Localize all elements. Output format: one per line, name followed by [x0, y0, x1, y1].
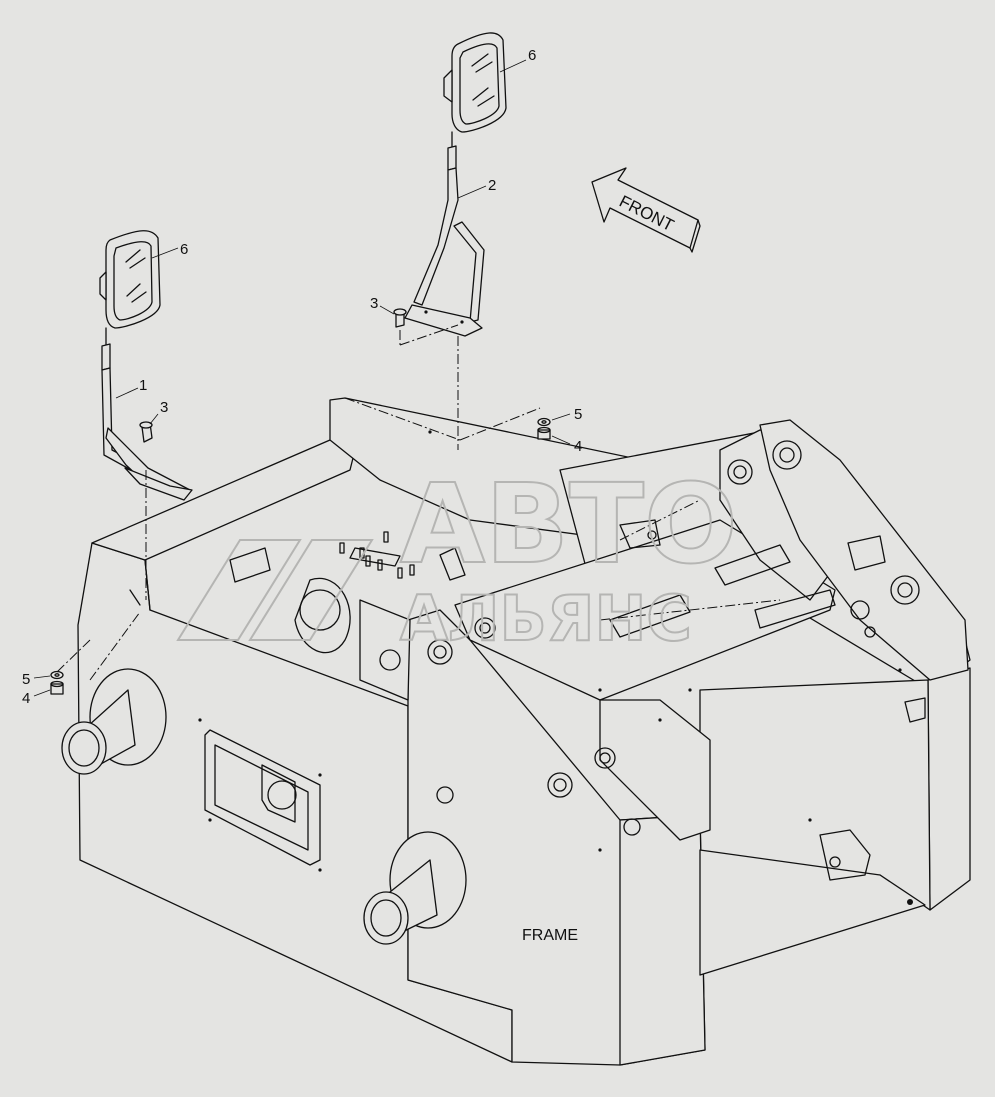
right-nut	[537, 426, 551, 440]
right-mirror-bracket	[404, 145, 485, 337]
callout-mirror-left: 6	[180, 241, 188, 258]
left-nut	[50, 680, 64, 695]
callout-bolt-right: 3	[370, 295, 378, 312]
right-bolt	[393, 308, 407, 328]
callout-nut-right: 4	[574, 438, 582, 455]
frame-bolt-holes	[198, 430, 913, 905]
watermark-line1: АВТО	[400, 460, 738, 588]
left-bolt	[139, 421, 153, 443]
callout-nut-left: 4	[22, 690, 30, 707]
callout-washer-right: 5	[574, 406, 582, 423]
right-mirror	[443, 32, 507, 149]
frame-body	[61, 397, 971, 1066]
right-axle-tube	[363, 831, 467, 945]
watermark-line2: АЛЬЯНС	[400, 582, 692, 655]
front-direction-arrow: FRONT	[591, 167, 701, 253]
callouts: 6 1 3 5 4 6 2 3 5 4	[22, 47, 582, 707]
callout-mirror-right: 6	[528, 47, 536, 64]
left-mirror	[99, 230, 161, 347]
right-washer	[537, 417, 551, 427]
watermark: АВТО АЛЬЯНС	[176, 459, 739, 656]
left-axle-tube	[61, 668, 167, 775]
left-washer	[50, 670, 64, 680]
callout-bolt-left: 3	[160, 399, 168, 416]
callout-bracket-right: 2	[488, 177, 496, 194]
frame-label: FRAME	[522, 927, 578, 944]
callout-washer-left: 5	[22, 671, 30, 688]
left-mirror-bracket	[101, 343, 193, 501]
callout-bracket-left: 1	[139, 377, 147, 394]
